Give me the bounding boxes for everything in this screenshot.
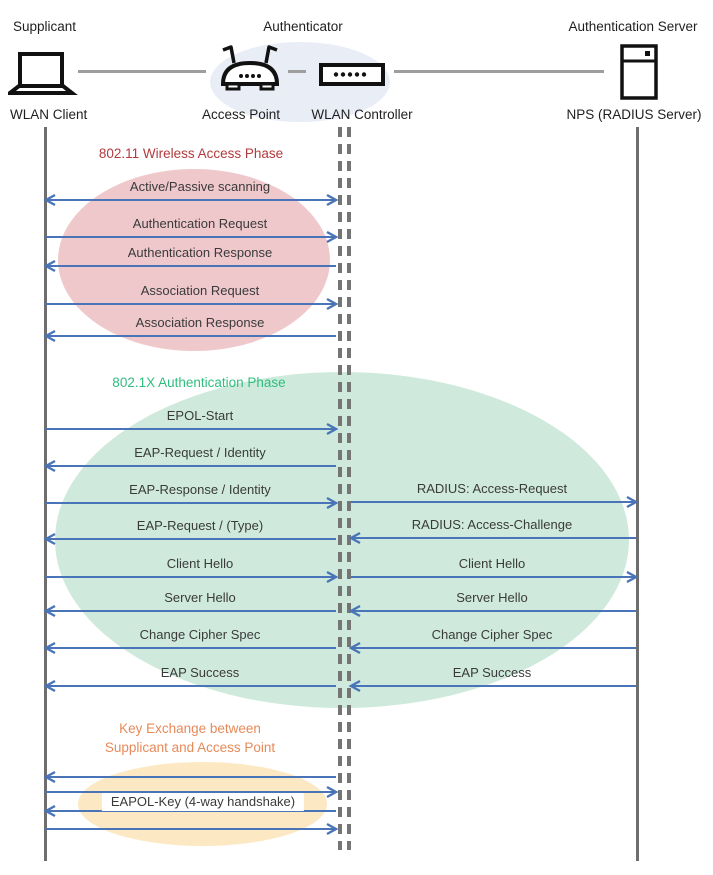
message-label: RADIUS: Access-Challenge xyxy=(411,517,573,532)
server-icon xyxy=(620,44,658,100)
phase1-title: 802.11 Wireless Access Phase xyxy=(98,146,284,161)
message-label: Client Hello xyxy=(458,556,526,571)
device-label-wlan-controller: WLAN Controller xyxy=(311,107,413,122)
authenticator-lifeline-left xyxy=(338,127,342,850)
message-label: EAP-Request / Identity xyxy=(134,445,266,460)
client-to-ap-line xyxy=(78,70,206,73)
message-label: EPOL-Start xyxy=(166,408,234,423)
phase3-title-line1: Key Exchange between xyxy=(119,721,261,736)
message-label: Authentication Response xyxy=(127,245,273,260)
message-label: Server Hello xyxy=(164,590,236,605)
device-label-wlan-client: WLAN Client xyxy=(10,107,88,122)
role-label-authentication-server: Authentication Server xyxy=(568,19,698,34)
authenticator-lifeline-right xyxy=(347,127,351,850)
role-label-authenticator: Authenticator xyxy=(263,19,343,34)
ap-to-controller-line xyxy=(288,70,306,73)
supplicant-lifeline xyxy=(44,127,47,861)
role-label-supplicant: Supplicant xyxy=(13,19,77,34)
message-label: EAP Success xyxy=(160,665,240,680)
device-label-nps-radius-server: NPS (RADIUS Server) xyxy=(566,107,702,122)
message-label: EAPOL-Key (4-way handshake) xyxy=(101,793,305,811)
message-label: EAP-Request / (Type) xyxy=(136,518,264,533)
message-label: Authentication Request xyxy=(132,216,268,231)
access-point-icon xyxy=(220,45,280,91)
message-label: Change Cipher Spec xyxy=(139,627,261,642)
device-label-access-point: Access Point xyxy=(201,107,281,122)
message-label: Client Hello xyxy=(166,556,234,571)
message-label: Change Cipher Spec xyxy=(431,627,553,642)
phase3-title-line2: Supplicant and Access Point xyxy=(104,740,276,755)
laptop-icon xyxy=(8,52,78,95)
authentication-phase-ellipse xyxy=(55,372,629,708)
server-lifeline xyxy=(636,127,639,861)
message-label: Active/Passive scanning xyxy=(129,179,271,194)
message-label: EAP-Response / Identity xyxy=(129,482,271,497)
message-label: Association Response xyxy=(135,315,265,330)
controller-to-server-line xyxy=(394,70,604,73)
message-label: EAP Success xyxy=(452,665,532,680)
wlan-controller-icon xyxy=(319,63,385,86)
message-label: RADIUS: Access-Request xyxy=(416,481,568,496)
message-label: Server Hello xyxy=(456,590,528,605)
phase2-title: 802.1X Authentication Phase xyxy=(112,375,286,390)
message-label: Association Request xyxy=(140,283,260,298)
